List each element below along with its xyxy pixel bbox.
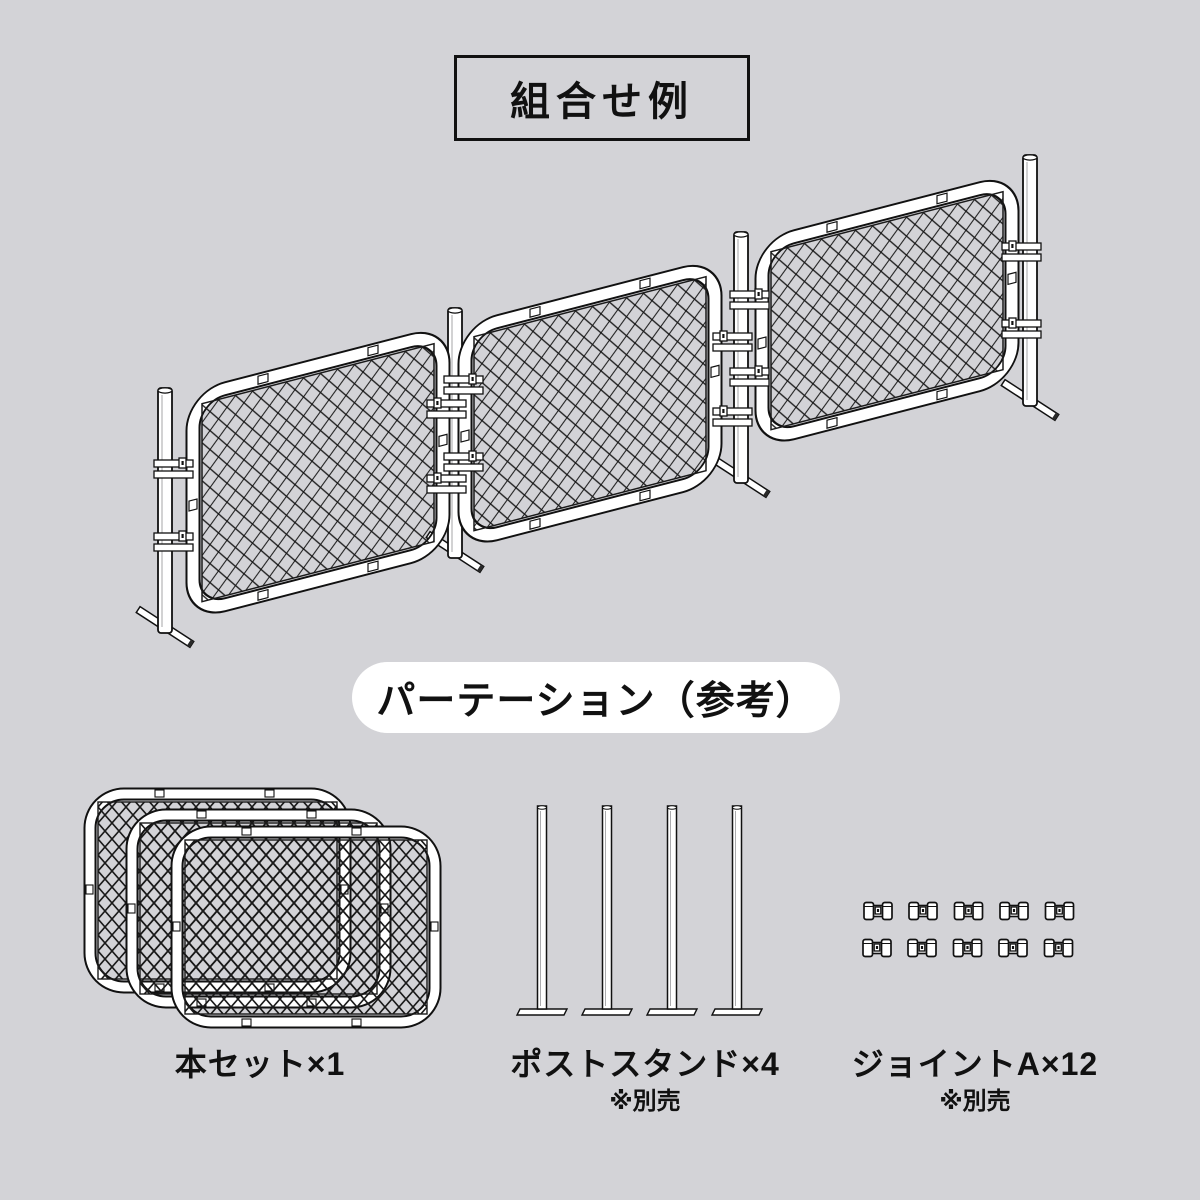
set-quantity-label: 本セット×1 — [174, 1046, 346, 1082]
mesh-panel — [457, 264, 723, 543]
joint-clip — [908, 901, 938, 921]
joint-a-quantity-label: ジョイントA×12 — [851, 1046, 1099, 1082]
title-text: 組合せ例 — [510, 80, 694, 124]
post-stand-pole — [157, 387, 173, 634]
title-box: 組合せ例 — [454, 55, 750, 141]
caption-text: パーテーション（参考） — [376, 679, 816, 723]
mesh-panel — [185, 331, 451, 614]
post-stand — [645, 805, 699, 1016]
joint-clip — [952, 938, 983, 958]
post-stand — [580, 805, 634, 1016]
joint-clip — [999, 901, 1029, 921]
panel-set-illustration — [83, 787, 442, 1029]
post-stand-pole — [1022, 154, 1038, 407]
post-stand-sold-separately-note: ※別売 — [609, 1087, 681, 1115]
joint-a-illustration — [862, 901, 1075, 958]
caption-pill: パーテーション（参考） — [352, 662, 840, 733]
mesh-clips — [757, 192, 1017, 429]
joint-clip — [907, 938, 937, 958]
stacked-mesh-panel — [170, 825, 442, 1029]
joint-clip-row — [863, 901, 1075, 921]
joint-clip — [863, 901, 893, 921]
joint-clip — [998, 938, 1028, 958]
mesh-panel — [754, 179, 1020, 442]
mesh-clips — [460, 277, 720, 530]
post-stand-pole — [733, 231, 749, 484]
joint-clip — [953, 901, 984, 921]
mesh-clips — [188, 344, 448, 601]
joint-clip — [1043, 938, 1074, 958]
post-stand-illustration — [515, 805, 764, 1016]
joint-a-sold-separately-note: ※別売 — [939, 1087, 1011, 1115]
joint-clip — [1044, 901, 1075, 921]
joint-clamps — [153, 240, 1042, 552]
joint-clip — [862, 938, 892, 958]
post-stand — [710, 805, 764, 1016]
post-stand — [515, 805, 569, 1016]
partition-assembly-illustration — [135, 154, 1060, 649]
joint-clip-row — [862, 938, 1074, 958]
post-stand-quantity-label: ポストスタンド×4 — [510, 1046, 780, 1082]
